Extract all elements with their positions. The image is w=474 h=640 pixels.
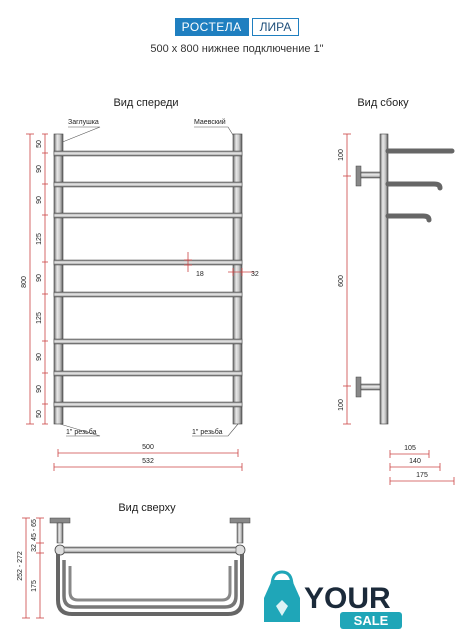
front-view: Вид спереди Заглушка Маевский 800 [21,97,259,471]
plug-leader [59,126,101,144]
side-dim-top: 100 [338,149,345,161]
valve-label: Маевский [194,118,226,126]
side-view-title: Вид сбоку [357,97,409,109]
wall-mount-top [355,165,362,187]
bag-handle [270,570,294,587]
wall-mount-bottom [355,376,362,398]
top-mount-arm [56,522,64,544]
crossbar [53,212,243,219]
logo-sale-badge [340,612,402,629]
wall-mount-arm [360,171,381,179]
thread-label-right: 1" резьба [192,428,223,436]
crossbar [53,401,243,408]
subtitle: 500 x 800 нижнее подключение 1" [150,43,324,55]
depth-1-value: 105 [404,445,416,452]
side-dim-mid: 600 [338,275,345,287]
valve-leader [194,126,239,144]
depth-3-value: 175 [416,472,428,479]
plug-label: Заглушка [68,119,99,126]
outer-width-value: 532 [142,458,154,465]
wall-mount-arm [360,383,381,391]
crossbar [53,259,243,266]
shelf-loop [62,560,238,609]
thread-leader-left [59,423,101,437]
side-view: Вид сбоку 100 600 100 105 140 175 [338,97,455,485]
top-mount-arm [236,522,244,544]
top-dim-45-65: 45 - 65 [31,519,38,541]
segment-label: 50 [36,140,43,148]
inner-width-value: 500 [142,444,154,451]
crossbar [53,291,243,298]
side-upright [379,133,389,425]
segment-label: 90 [36,353,43,361]
yoursale-logo: YOUR SALE [264,570,402,629]
top-wall-mount-left [49,517,71,524]
top-wall-mount-right [229,517,251,524]
top-upright-left [54,544,66,556]
segment-label: 90 [36,165,43,173]
left-upright [53,133,64,425]
top-dim-32: 32 [31,544,38,552]
segment-labels: 50 90 90 125 90 125 90 90 50 [36,140,43,418]
bar-dia-value: 32 [251,271,259,278]
right-upright [232,133,243,425]
segment-label: 90 [36,274,43,282]
side-dim-bottom: 100 [338,399,345,411]
model-badge: ЛИРА [251,18,300,36]
thread-leader-right [192,423,239,437]
side-shelf-hook [385,213,432,223]
shelf-loop [68,566,232,602]
total-height-value: 800 [21,276,28,288]
crossbar [53,338,243,345]
segment-label: 90 [36,196,43,204]
logo-sale-text: SALE [354,613,389,628]
cursor-icon [276,600,288,616]
top-range-value: 252 - 272 [17,551,24,581]
top-main-bar [63,546,237,554]
thread-label-left: 1" резьба [66,428,97,436]
top-upright-right [234,544,246,556]
segment-label: 125 [36,312,43,324]
front-view-title: Вид спереди [113,97,178,109]
shelf-loop [56,554,244,616]
bar-offset-value: 18 [196,271,204,278]
segment-ticks [42,133,48,425]
crossbars [53,150,243,408]
segment-label: 125 [36,233,43,245]
top-dim-175: 175 [31,580,38,592]
crossbar [53,370,243,377]
side-shelf-hook [385,181,443,191]
segment-label: 90 [36,385,43,393]
top-view: Вид сверху 252 - 272 45 - 65 32 175 [17,502,251,619]
segment-label: 50 [36,410,43,418]
top-view-title: Вид сверху [118,502,176,514]
depth-2-value: 140 [409,458,421,465]
brand-badge: РОСТЕЛА [174,18,249,36]
logo-your-text: YOUR [304,582,391,615]
crossbar [53,181,243,188]
crossbar [53,150,243,157]
